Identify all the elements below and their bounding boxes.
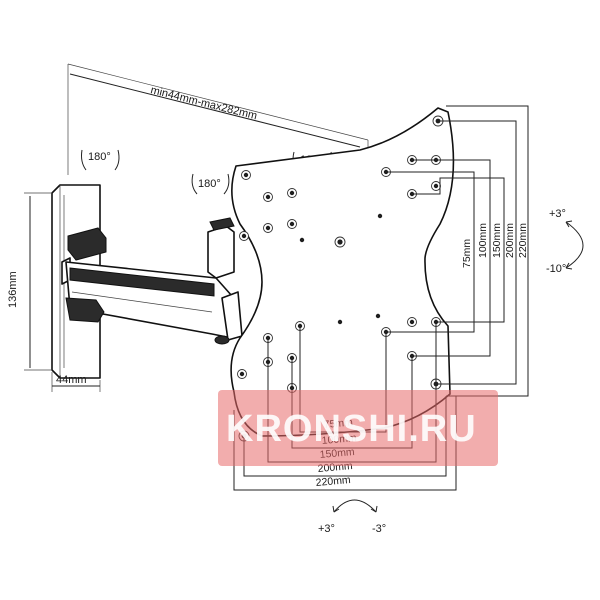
reach-label: min44mm-max282mm xyxy=(149,84,258,122)
wall-height-label: 136mm xyxy=(7,271,19,308)
articulating-arm xyxy=(61,217,243,345)
watermark-text: KRONSHI.RU xyxy=(226,408,477,450)
tilt-down-label: -10° xyxy=(546,263,566,275)
vesa-vertical-dimensions: 75mm 100mm 150mm 200mm 220mm xyxy=(386,105,529,397)
rotation-left: 180° xyxy=(81,149,120,171)
vesa-h220-label: 220mm xyxy=(315,474,351,489)
vesa-v220-label: 220mm xyxy=(517,223,529,258)
watermark: KRONSHI.RU xyxy=(218,390,498,466)
vesa-v150-label: 150mm xyxy=(491,223,503,258)
vesa-v200-label: 200mm xyxy=(504,223,516,258)
rotation-left-label: 180° xyxy=(88,151,111,163)
rotation-mid-label: 180° xyxy=(198,178,221,190)
vesa-v75-label: 75mm xyxy=(461,239,473,268)
rotation-mid: 180° xyxy=(191,173,230,195)
wall-depth-dimension: 44mm xyxy=(51,372,101,392)
vesa-v100-label: 100mm xyxy=(477,223,489,258)
tilt-indicator: +3° -10° xyxy=(546,208,584,275)
wall-height-dimension: 136mm xyxy=(7,192,52,371)
swivel-indicator: +3° -3° xyxy=(318,499,386,535)
swivel-minus-label: -3° xyxy=(372,523,386,535)
wall-depth-label: 44mm xyxy=(56,374,87,386)
swivel-plus-label: +3° xyxy=(318,523,335,535)
tilt-up-label: +3° xyxy=(549,208,566,220)
